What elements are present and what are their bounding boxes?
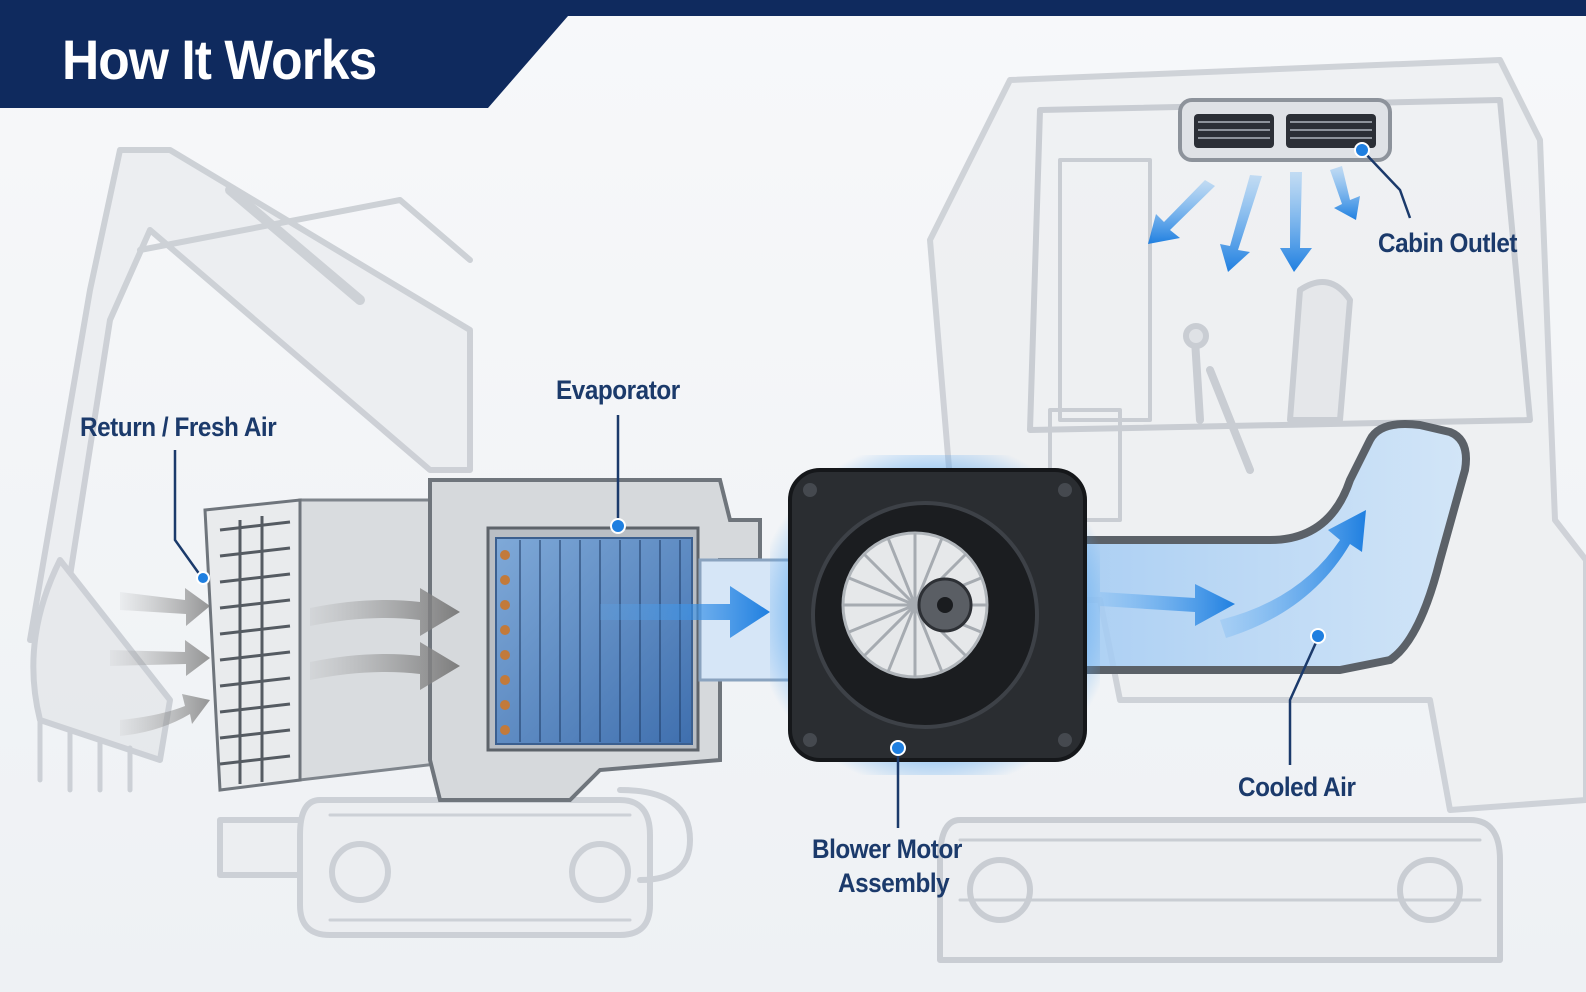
coil-to-blower-arrow (600, 586, 770, 638)
label-cooled-air: Cooled Air (1238, 772, 1356, 802)
vent-airflow-arrows (1148, 166, 1360, 272)
header-banner (0, 0, 1586, 108)
label-evaporator: Evaporator (556, 375, 680, 405)
label-return-fresh-air: Return / Fresh Air (80, 412, 277, 442)
cabin-vent-unit (1178, 98, 1392, 162)
return-air-arrows (110, 588, 210, 736)
label-cabin-outlet: Cabin Outlet (1378, 228, 1518, 258)
blower-to-duct-arrows (1100, 510, 1366, 638)
callout-dots (196, 142, 1370, 756)
excavator-left-illustration (27, 147, 693, 938)
evaporator-housing (428, 478, 762, 802)
filter-to-coil-arrows (310, 588, 460, 690)
blower-motor-assembly (770, 455, 1100, 775)
label-blower-motor-line1: Blower Motor (812, 834, 962, 864)
label-blower-motor-line2: Assembly (838, 868, 950, 898)
air-filter-housing (203, 498, 472, 792)
page-title: How It Works (62, 28, 377, 91)
callout-leaders (173, 149, 1412, 828)
